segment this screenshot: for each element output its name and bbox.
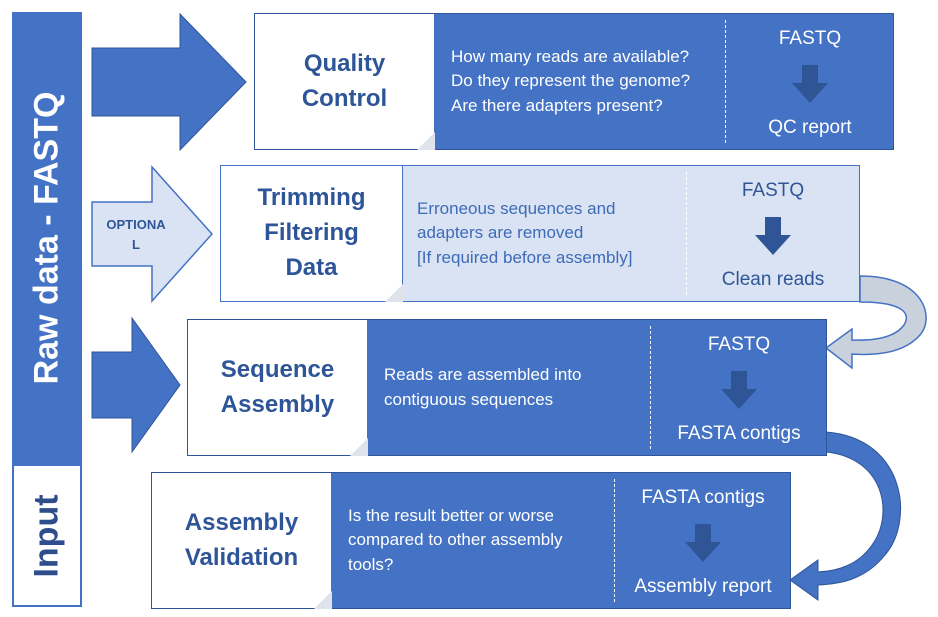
page-fold bbox=[314, 591, 332, 609]
page-fold bbox=[350, 438, 368, 456]
input-format: FASTQ bbox=[707, 334, 771, 355]
step-trimming-filtering: Trimming Filtering Data Erroneous sequen… bbox=[220, 165, 860, 302]
step-quality-control: Quality Control How many reads are avail… bbox=[254, 13, 894, 150]
io-column: FASTA contigs Assembly report bbox=[616, 473, 790, 608]
output-format: FASTA contigs bbox=[677, 423, 801, 444]
step-title: Quality Control bbox=[301, 49, 388, 112]
step-description: Reads are assembled into contiguous sequ… bbox=[384, 364, 582, 409]
arrow-to-quality-control bbox=[91, 12, 247, 152]
curve-trimming-to-assembly bbox=[824, 275, 927, 370]
page-fold bbox=[417, 132, 435, 150]
raw-data-bar: Raw data - FASTQ bbox=[12, 12, 82, 464]
step-title: Trimming Filtering Data bbox=[257, 184, 366, 281]
input-bar: Input bbox=[12, 464, 82, 607]
step-description: How many reads are available? Do they re… bbox=[451, 46, 691, 115]
curve-assembly-to-validation bbox=[789, 431, 902, 601]
output-format: QC report bbox=[768, 117, 852, 138]
down-arrow-icon bbox=[755, 216, 791, 255]
step-title-box: Trimming Filtering Data bbox=[221, 166, 403, 302]
input-format: FASTA contigs bbox=[641, 487, 765, 508]
arrow-optional bbox=[91, 165, 214, 303]
output-format: Clean reads bbox=[721, 269, 825, 290]
step-title-box: Quality Control bbox=[255, 14, 435, 150]
dashed-divider bbox=[686, 172, 687, 295]
step-assembly-validation: Assembly Validation Is the result better… bbox=[151, 472, 791, 609]
io-column: FASTQ Clean reads bbox=[688, 166, 858, 301]
step-title-box: Assembly Validation bbox=[152, 473, 332, 609]
step-sequence-assembly: Sequence Assembly Reads are assembled in… bbox=[187, 319, 827, 456]
input-format: FASTQ bbox=[741, 180, 805, 201]
output-format: Assembly report bbox=[634, 576, 772, 597]
step-title-box: Sequence Assembly bbox=[188, 320, 368, 456]
step-description: Is the result better or worse compared t… bbox=[348, 505, 563, 574]
optional-label: OPTIONA L bbox=[106, 217, 166, 252]
arrow-to-sequence-assembly bbox=[91, 316, 181, 454]
step-title: Assembly Validation bbox=[184, 508, 299, 571]
step-description: Erroneous sequences and adapters are rem… bbox=[417, 198, 633, 267]
step-title: Sequence Assembly bbox=[220, 355, 335, 418]
page-fold bbox=[385, 284, 403, 302]
io-column: FASTQ QC report bbox=[727, 14, 893, 149]
dashed-divider bbox=[614, 479, 615, 602]
dashed-divider bbox=[650, 326, 651, 449]
io-column: FASTQ FASTA contigs bbox=[652, 320, 826, 455]
down-arrow-icon bbox=[721, 370, 757, 409]
input-format: FASTQ bbox=[778, 28, 842, 49]
down-arrow-icon bbox=[792, 64, 828, 103]
dashed-divider bbox=[725, 20, 726, 143]
down-arrow-icon bbox=[685, 523, 721, 562]
